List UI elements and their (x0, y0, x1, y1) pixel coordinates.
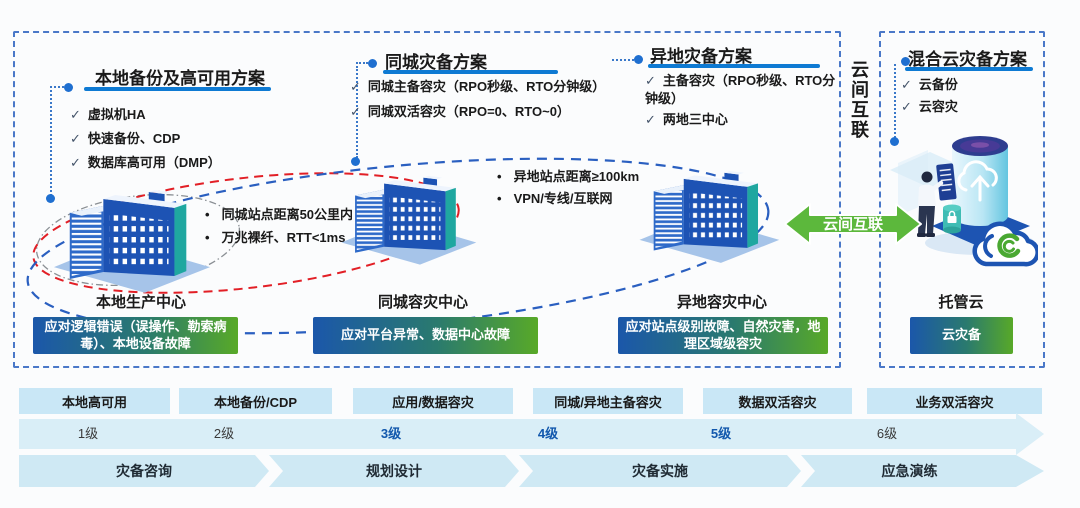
main-plans-frame (13, 31, 841, 368)
metro-plan-title: 同城灾备方案 (385, 53, 487, 72)
metro-connector-dot-bottom (351, 157, 360, 166)
person (917, 171, 944, 237)
building-metro (341, 175, 477, 265)
interconnect-vertical-label: 云间互联 (849, 60, 869, 140)
hybrid-connector-dot-top (901, 57, 910, 66)
hybrid-cloud-illustration (890, 136, 1038, 267)
capability-5: 数据双活容灾 (703, 388, 852, 414)
data-screen (936, 163, 957, 201)
metro-note-2: •万兆裸纤、RTT<1ms (205, 230, 346, 245)
remote-title-underline (648, 64, 820, 68)
building-local (53, 190, 211, 293)
metro-note-1: •同城站点距离50公里内 (205, 207, 354, 222)
remote-item-1: ✓主备容灾（RPO秒级、RTO分钟级） (645, 73, 836, 106)
metro-connector-hline (356, 62, 368, 64)
hybrid-title-underline (905, 67, 1033, 71)
hybrid-plan-title: 混合云灾备方案 (908, 50, 1027, 69)
local-item-2: ✓快速备份、CDP (70, 131, 181, 146)
hybrid-connector-vline (894, 64, 896, 138)
hybrid-item-1: ✓云备份 (901, 77, 958, 92)
center-name-local: 本地生产中心 (95, 294, 187, 311)
metro-item-2: ✓同城双活容灾（RPO=0、RTO~0） (350, 104, 570, 119)
interconnect-arrow-label: 云间互联 (823, 215, 884, 233)
bullet-icon: • (205, 230, 210, 245)
check-icon: ✓ (70, 131, 81, 146)
capability-6: 业务双活容灾 (867, 388, 1042, 414)
local-connector-vline (50, 90, 52, 196)
remote-plan-title: 异地灾备方案 (650, 47, 752, 66)
metro-title-underline (383, 70, 558, 74)
scope-bar-local: 应对逻辑错误（误操作、勒索病毒）、本地设备故障 (33, 317, 238, 354)
metro-link-ellipse (32, 172, 460, 294)
check-icon: ✓ (350, 79, 361, 94)
remote-item-2: ✓两地三中心 (645, 112, 728, 127)
building-remote (639, 170, 780, 263)
secure-canister (943, 204, 961, 234)
check-icon: ✓ (645, 73, 656, 88)
level-1: 1级 (77, 426, 99, 441)
upload-arrow-icon (970, 174, 990, 202)
check-icon: ✓ (901, 99, 912, 114)
local-item-3: ✓数据库高可用（DMP） (70, 155, 221, 170)
level-3: 3级 (380, 426, 402, 441)
center-name-remote: 异地容灾中心 (676, 294, 768, 311)
check-icon: ✓ (645, 112, 656, 127)
metro-connector-dot-top (368, 59, 377, 68)
lock-icon (948, 210, 956, 216)
interconnect-arrow: 云间互联 (784, 203, 922, 245)
level-6: 6级 (876, 426, 898, 441)
hybrid-item-2: ✓云容灾 (901, 99, 958, 114)
metro-item-1: ✓同城主备容灾（RPO秒级、RTO分钟级） (350, 79, 606, 94)
cloud-outline-icon (957, 160, 998, 192)
scope-bar-metro: 应对平台异常、数据中心故障 (313, 317, 538, 354)
hybrid-cloud-frame (879, 31, 1045, 368)
local-title-underline (84, 87, 271, 91)
level-4: 4级 (537, 426, 559, 441)
capability-1: 本地高可用 (19, 388, 170, 414)
phase-drill: 应急演练 (801, 455, 1044, 487)
check-icon: ✓ (350, 104, 361, 119)
level-2: 2级 (213, 426, 235, 441)
check-icon: ✓ (70, 107, 81, 122)
remote-note-2: •VPN/专线/互联网 (497, 191, 613, 206)
capability-4: 同城/异地主备容灾 (533, 388, 683, 414)
bullet-icon: • (497, 169, 502, 184)
scope-bar-remote: 应对站点级别故障、自然灾害，地理区域级容灾 (618, 317, 828, 354)
check-icon: ✓ (901, 77, 912, 92)
metro-connector-vline (356, 66, 358, 158)
double-arrow-icon (784, 203, 922, 245)
local-item-1: ✓虚拟机HA (70, 107, 146, 122)
local-plan-title: 本地备份及高可用方案 (95, 69, 265, 88)
local-connector-hline (50, 86, 64, 88)
scope-bar-hosted-cloud: 云灾备 (910, 317, 1013, 354)
local-connector-dot-bottom (46, 194, 55, 203)
level-band (19, 419, 1016, 449)
level-band-arrow (1016, 413, 1044, 455)
local-connector-dot-top (64, 83, 73, 92)
level-5: 5级 (710, 426, 732, 441)
capability-3: 应用/数据容灾 (353, 388, 513, 414)
phase-consulting: 灾备咨询 (19, 455, 269, 487)
center-name-hosted-cloud: 托管云 (938, 294, 984, 311)
phase-implementation: 灾备实施 (519, 455, 801, 487)
bullet-icon: • (497, 191, 502, 206)
phase-planning: 规划设计 (269, 455, 519, 487)
cloud-logo (972, 221, 1038, 267)
remote-note-1: •异地站点距离≥100km (497, 169, 640, 184)
remote-connector-hline (612, 59, 634, 61)
bullet-icon: • (205, 207, 210, 222)
check-icon: ✓ (70, 155, 81, 170)
hybrid-connector-dot-bottom (890, 137, 899, 146)
capability-2: 本地备份/CDP (179, 388, 332, 414)
remote-connector-dot (634, 55, 643, 64)
center-name-metro: 同城容灾中心 (377, 294, 469, 311)
